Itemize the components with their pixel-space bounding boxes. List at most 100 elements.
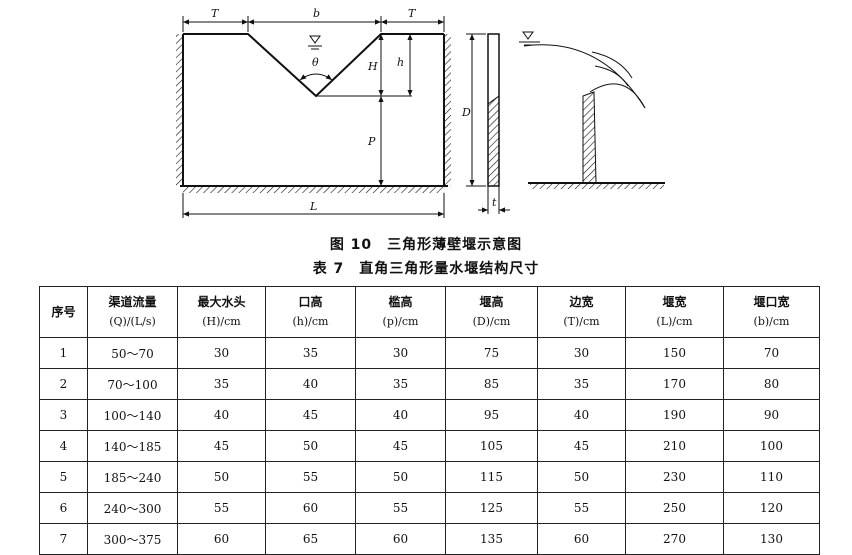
header-name: 序号: [51, 305, 76, 319]
table-cell: 55: [355, 492, 446, 524]
side-section: D t: [461, 33, 510, 214]
header-name: 最大水头: [197, 295, 246, 309]
label-h: h: [397, 56, 404, 69]
table-cell: 110: [723, 461, 820, 493]
table-cell: 90: [723, 399, 820, 431]
table-cell: 60: [265, 492, 356, 524]
table-header-row: 序号 渠道流量 (Q)/(L/s) 最大水头 (H)/cm 口高 (h)/cm 槛高 (p)/c…: [39, 286, 820, 338]
table-cell: 85: [445, 368, 538, 400]
header-unit: (L)/cm: [656, 315, 693, 328]
table-cell: 95: [445, 399, 538, 431]
header-name: 口高: [298, 295, 323, 309]
table-cell: 35: [177, 368, 266, 400]
table-cell: 35: [355, 368, 446, 400]
table-cell: 2: [39, 368, 88, 400]
table-cell: 80: [723, 368, 820, 400]
table-cell: 100: [723, 430, 820, 462]
table-cell: 210: [625, 430, 724, 462]
table-caption: 表 7 直角三角形量水堰结构尺寸: [312, 261, 540, 277]
table-cell: 40: [537, 399, 626, 431]
table-cell: 50: [177, 461, 266, 493]
table-cell: 230: [625, 461, 724, 493]
table-cell: 70～100: [87, 368, 178, 400]
header-name: 槛高: [388, 295, 413, 309]
header-cell: 口高 (h)/cm: [265, 286, 356, 338]
table-cell: 45: [355, 430, 446, 462]
header-cell: 边宽 (T)/cm: [537, 286, 626, 338]
table-cell: 40: [265, 368, 356, 400]
table-cell: 120: [723, 492, 820, 524]
table-cell: 3: [39, 399, 88, 431]
table-cell: 75: [445, 337, 538, 369]
weir-diagram: T b T θ H h P L: [176, 7, 665, 218]
header-name: 边宽: [569, 295, 594, 309]
table-cell: 140～185: [87, 430, 178, 462]
header-unit: (p)/cm: [382, 315, 419, 328]
header-cell: 堰高 (D)/cm: [445, 286, 538, 338]
label-theta: θ: [312, 56, 319, 69]
table-cell: 30: [355, 337, 446, 369]
table-cell: 130: [723, 523, 820, 555]
header-name: 渠道流量: [108, 295, 157, 309]
header-unit: (Q)/(L/s): [109, 315, 156, 328]
table-cell: 70: [723, 337, 820, 369]
table-cell: 105: [445, 430, 538, 462]
table-cell: 5: [39, 461, 88, 493]
table-cell: 300～375: [87, 523, 178, 555]
table-cell: 190: [625, 399, 724, 431]
table-cell: 185～240: [87, 461, 178, 493]
table-cell: 35: [265, 337, 356, 369]
table-cell: 4: [39, 430, 88, 462]
header-name: 堰口宽: [753, 295, 790, 309]
header-name: 堰宽: [662, 295, 687, 309]
header-cell: 堰宽 (L)/cm: [625, 286, 724, 338]
header-cell: 槛高 (p)/cm: [355, 286, 446, 338]
label-P: P: [367, 135, 376, 148]
header-cell: 最大水头 (H)/cm: [177, 286, 266, 338]
table-cell: 1: [39, 337, 88, 369]
table-cell: 30: [177, 337, 266, 369]
header-cell: 序号: [39, 286, 88, 338]
table-cell: 250: [625, 492, 724, 524]
table-cell: 45: [265, 399, 356, 431]
table-cell: 135: [445, 523, 538, 555]
weir-dimensions-table: 序号 渠道流量 (Q)/(L/s) 最大水头 (H)/cm 口高 (h)/cm 槛高 (p)/c…: [39, 286, 820, 555]
header-name: 堰高: [479, 295, 504, 309]
label-T-left: T: [211, 7, 220, 20]
table-cell: 65: [265, 523, 356, 555]
table-cell: 7: [39, 523, 88, 555]
flow-illustration: [519, 31, 665, 189]
table-cell: 45: [177, 430, 266, 462]
label-L: L: [309, 200, 317, 213]
table-cell: 6: [39, 492, 88, 524]
front-view: T b T θ H h P L: [176, 7, 451, 218]
table-cell: 50: [537, 461, 626, 493]
table-cell: 60: [177, 523, 266, 555]
header-unit: (T)/cm: [563, 315, 600, 328]
header-unit: (D)/cm: [472, 315, 511, 328]
table-cell: 170: [625, 368, 724, 400]
table-cell: 40: [355, 399, 446, 431]
table-cell: 100～140: [87, 399, 178, 431]
header-unit: (H)/cm: [202, 315, 241, 328]
label-D: D: [461, 106, 471, 119]
table-cell: 115: [445, 461, 538, 493]
table-cell: 55: [537, 492, 626, 524]
figure-caption: 图 10 三角形薄壁堰示意图: [329, 237, 523, 253]
table-cell: 150: [625, 337, 724, 369]
table-cell: 55: [177, 492, 266, 524]
table-cell: 240～300: [87, 492, 178, 524]
table-cell: 55: [265, 461, 356, 493]
label-T-right: T: [408, 7, 417, 20]
table-cell: 40: [177, 399, 266, 431]
table-cell: 50: [355, 461, 446, 493]
header-unit: (h)/cm: [292, 315, 329, 328]
label-t: t: [492, 196, 497, 209]
table-cell: 45: [537, 430, 626, 462]
